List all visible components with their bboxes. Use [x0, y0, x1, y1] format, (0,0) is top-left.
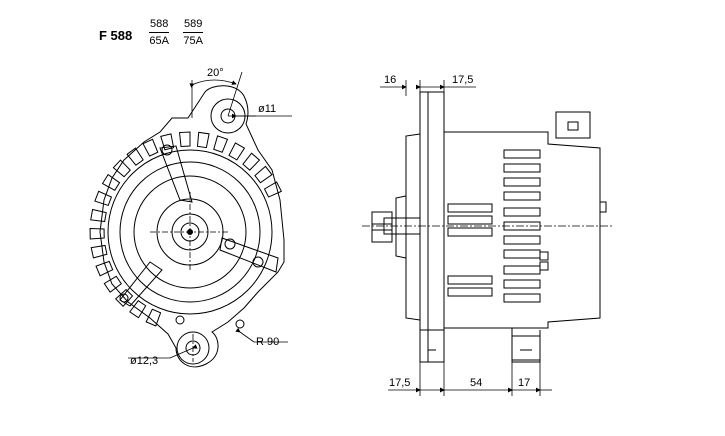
radius-label: R 90	[256, 336, 280, 348]
side-dimension-lines	[362, 80, 612, 396]
vent-slot	[504, 208, 540, 216]
regulator-plug	[556, 112, 590, 138]
vent-slot	[448, 216, 492, 224]
cooling-slot	[96, 261, 113, 275]
vent-slot	[504, 150, 540, 158]
dim-top-left-label: 16	[384, 74, 397, 86]
cooling-slot	[180, 132, 190, 146]
dim-bottom-right-label: 17	[518, 377, 531, 389]
cooling-slot	[103, 175, 120, 191]
angle-label: 20°	[207, 67, 224, 79]
vent-slot	[448, 204, 492, 212]
cooling-slot	[214, 136, 228, 152]
cooling-slot	[130, 301, 146, 318]
front-flange	[420, 92, 444, 362]
vent-slot	[448, 276, 492, 284]
front-cooling-slots	[90, 132, 281, 326]
side-vent-slots	[448, 150, 540, 302]
main-body	[444, 132, 600, 328]
variant-model: 589	[183, 18, 204, 33]
cooling-slot	[161, 134, 174, 150]
vent-slot	[504, 178, 540, 186]
top-hole-diameter-label: ø11	[258, 103, 277, 115]
variant-current: 65A	[149, 35, 169, 47]
vent-slot	[504, 280, 540, 288]
cooling-slot	[91, 210, 106, 222]
front-inner-ring	[108, 150, 272, 314]
cooling-slot	[229, 143, 244, 160]
part-code: F 588	[99, 28, 133, 43]
cooling-slot	[143, 139, 158, 156]
front-view	[100, 86, 284, 367]
cooling-slot	[127, 148, 143, 165]
variant-current: 75A	[183, 35, 203, 47]
cooling-slot	[116, 290, 133, 307]
vent-slot	[448, 228, 492, 236]
side-view	[372, 92, 606, 362]
vent-slot	[504, 192, 540, 200]
cooling-slot	[104, 276, 121, 292]
front-dimension-lines	[128, 72, 292, 362]
cooling-slot	[113, 160, 130, 177]
dim-top-right-label: 17,5	[452, 74, 474, 86]
pulley-nut	[372, 212, 392, 242]
cooling-slot	[95, 191, 112, 205]
vent-slot	[504, 250, 540, 258]
dim-bottom-middle-label: 54	[470, 377, 483, 389]
cooling-slot	[264, 182, 281, 197]
bottom-mount-boss	[177, 332, 209, 364]
variant-model: 588	[149, 18, 170, 33]
cooling-slot	[197, 132, 209, 147]
vent-slot	[504, 266, 540, 274]
dim-bottom-left-label: 17,5	[389, 377, 411, 389]
cooling-slot	[243, 153, 260, 170]
variant-fraction: 589 75A	[183, 18, 204, 48]
cooling-slot	[255, 166, 272, 182]
variant-fraction: 588 65A	[149, 18, 170, 48]
bottom-hole-diameter-label: ø12,3	[130, 355, 159, 367]
vent-slot	[448, 288, 492, 296]
cooling-slot	[90, 229, 104, 239]
vent-slot	[504, 164, 540, 172]
vent-slot	[504, 294, 540, 302]
front-housing-outline	[100, 86, 284, 367]
cooling-slot	[91, 245, 107, 257]
cooling-slot	[146, 309, 160, 326]
vent-slot	[504, 236, 540, 244]
